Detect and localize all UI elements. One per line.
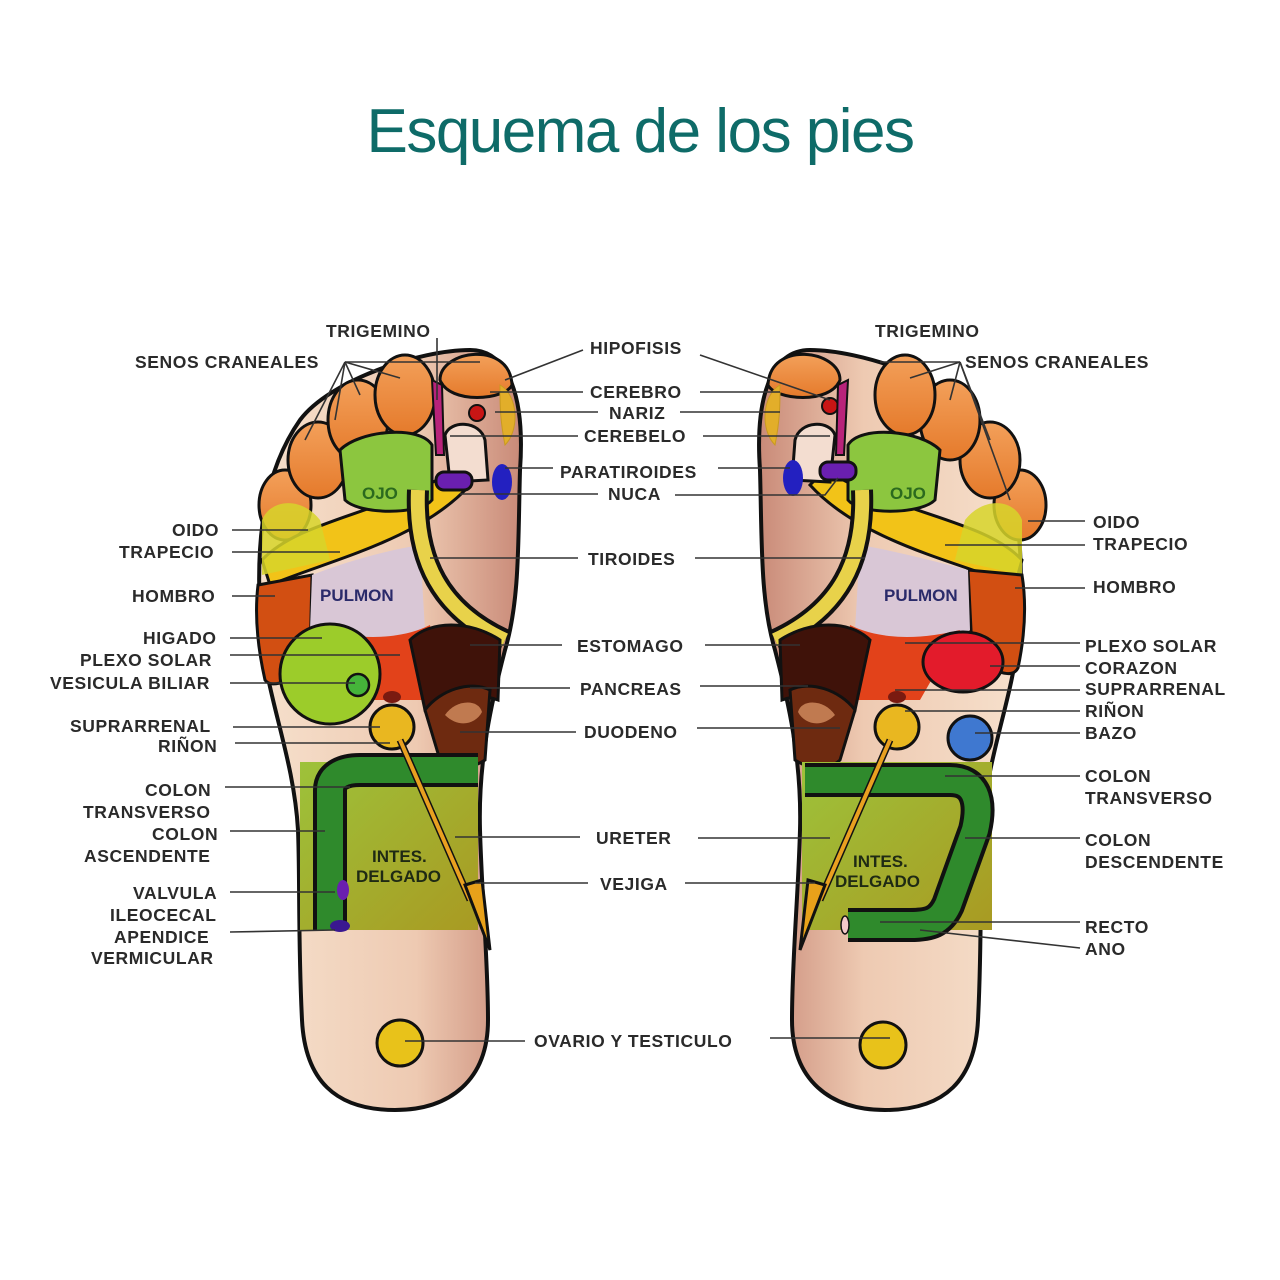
label-right-plexo-solar: PLEXO SOLAR <box>1085 636 1217 656</box>
label-left-plexo-solar: PLEXO SOLAR <box>80 650 212 670</box>
left-higado-zone <box>278 622 382 726</box>
right-pulmon-label: PULMON <box>884 586 958 605</box>
left-apendice-dot <box>330 920 350 932</box>
label-right-rinon: RIÑON <box>1085 700 1144 721</box>
label-right-colon-transverso-1: COLON <box>1085 766 1151 786</box>
label-right-oido: OIDO <box>1093 512 1140 532</box>
page-title: Esquema de los pies <box>366 97 915 166</box>
label-left-colon-ascendente-1: COLON <box>152 824 218 844</box>
center-labels: HIPOFISIS CEREBRO NARIZ CEREBELO PARATIR… <box>534 338 732 1051</box>
leader-lines <box>225 338 1085 1042</box>
label-pancreas: PANCREAS <box>580 679 682 699</box>
left-vejiga-zone <box>463 878 492 951</box>
right-ano-dot <box>840 915 850 935</box>
left-cerebro-zone <box>499 384 516 447</box>
left-foot: OJO PULMON INTES. DELGADO <box>254 347 523 1113</box>
label-nariz: NARIZ <box>609 403 665 423</box>
label-right-recto: RECTO <box>1085 917 1149 937</box>
label-left-colon-transverso-2: TRANSVERSO <box>83 802 211 822</box>
label-left-oido: OIDO <box>172 520 219 540</box>
label-duodeno: DUODENO <box>584 722 678 742</box>
left-pulmon-label: PULMON <box>320 586 394 605</box>
label-paratiroides: PARATIROIDES <box>560 462 697 482</box>
label-right-suprarrenal: SUPRARRENAL <box>1085 679 1226 699</box>
left-ovario-dot <box>375 1018 425 1068</box>
label-left-vesicula-biliar: VESICULA BILIAR <box>50 673 210 693</box>
left-hipofisis-dot <box>468 404 486 422</box>
label-right-hombro: HOMBRO <box>1093 577 1176 597</box>
right-bazo-dot <box>946 714 994 762</box>
label-ovario-testiculo: OVARIO Y TESTICULO <box>534 1031 732 1051</box>
left-pulmon-zone <box>310 545 425 638</box>
label-hipofisis: HIPOFISIS <box>590 338 682 358</box>
label-cerebro: CEREBRO <box>590 382 682 402</box>
label-ureter: URETER <box>596 828 672 848</box>
label-left-colon-transverso-1: COLON <box>145 780 211 800</box>
label-left-hombro: HOMBRO <box>132 586 215 606</box>
label-left-valvula-2: ILEOCECAL <box>110 905 217 925</box>
label-left-suprarrenal: SUPRARRENAL <box>70 716 211 736</box>
right-ojo-label: OJO <box>890 484 926 503</box>
right-hipofisis-dot <box>821 397 839 415</box>
label-left-apendice-1: APENDICE <box>114 927 209 947</box>
label-left-valvula-1: VALVULA <box>133 883 217 903</box>
label-right-bazo: BAZO <box>1085 723 1137 743</box>
label-right-senos-craneales: SENOS CRANEALES <box>965 352 1149 372</box>
label-cerebelo: CEREBELO <box>584 426 686 446</box>
label-right-trapecio: TRAPECIO <box>1093 534 1188 554</box>
right-intes-label-2: DELGADO <box>835 872 920 891</box>
label-right-colon-descendente-2: DESCENDENTE <box>1085 852 1224 872</box>
label-right-colon-descendente-1: COLON <box>1085 830 1151 850</box>
label-left-trapecio: TRAPECIO <box>119 542 214 562</box>
left-ojo-label: OJO <box>362 484 398 503</box>
right-cerebro-zone <box>764 384 781 447</box>
left-labels: TRIGEMINO SENOS CRANEALES OIDO TRAPECIO … <box>50 321 431 968</box>
label-left-colon-ascendente-2: ASCENDENTE <box>84 846 211 866</box>
label-left-trigemino: TRIGEMINO <box>326 321 431 341</box>
left-intes-label-2: DELGADO <box>356 867 441 886</box>
right-nuca-zone <box>818 460 858 482</box>
label-estomago: ESTOMAGO <box>577 636 684 656</box>
left-nuca-zone <box>434 470 474 492</box>
label-left-higado: HIGADO <box>143 628 217 648</box>
left-paratiroides-zone <box>492 464 512 500</box>
label-vejiga: VEJIGA <box>600 874 668 894</box>
label-right-colon-transverso-2: TRANSVERSO <box>1085 788 1213 808</box>
right-corazon-zone <box>921 630 1005 694</box>
label-left-rinon: RIÑON <box>158 735 217 756</box>
label-tiroides: TIROIDES <box>588 549 675 569</box>
left-vesicula-dot <box>345 672 371 698</box>
label-left-apendice-2: VERMICULAR <box>91 948 214 968</box>
right-paratiroides-zone <box>783 460 803 496</box>
right-rinon-zone <box>873 703 921 751</box>
right-vejiga-zone <box>798 878 827 951</box>
label-left-senos-craneales: SENOS CRANEALES <box>135 352 319 372</box>
label-right-corazon: CORAZON <box>1085 658 1178 678</box>
right-pulmon-zone <box>855 545 970 638</box>
right-foot: OJO PULMON INTES. DELGADO <box>757 347 1048 1113</box>
right-intes-label-1: INTES. <box>853 852 908 871</box>
label-right-trigemino: TRIGEMINO <box>875 321 980 341</box>
right-ovario-dot <box>858 1020 908 1070</box>
left-intes-label-1: INTES. <box>372 847 427 866</box>
label-right-ano: ANO <box>1085 939 1126 959</box>
right-labels: TRIGEMINO SENOS CRANEALES OIDO TRAPECIO … <box>875 321 1226 959</box>
left-valvula-dot <box>337 880 349 900</box>
label-nuca: NUCA <box>608 484 661 504</box>
